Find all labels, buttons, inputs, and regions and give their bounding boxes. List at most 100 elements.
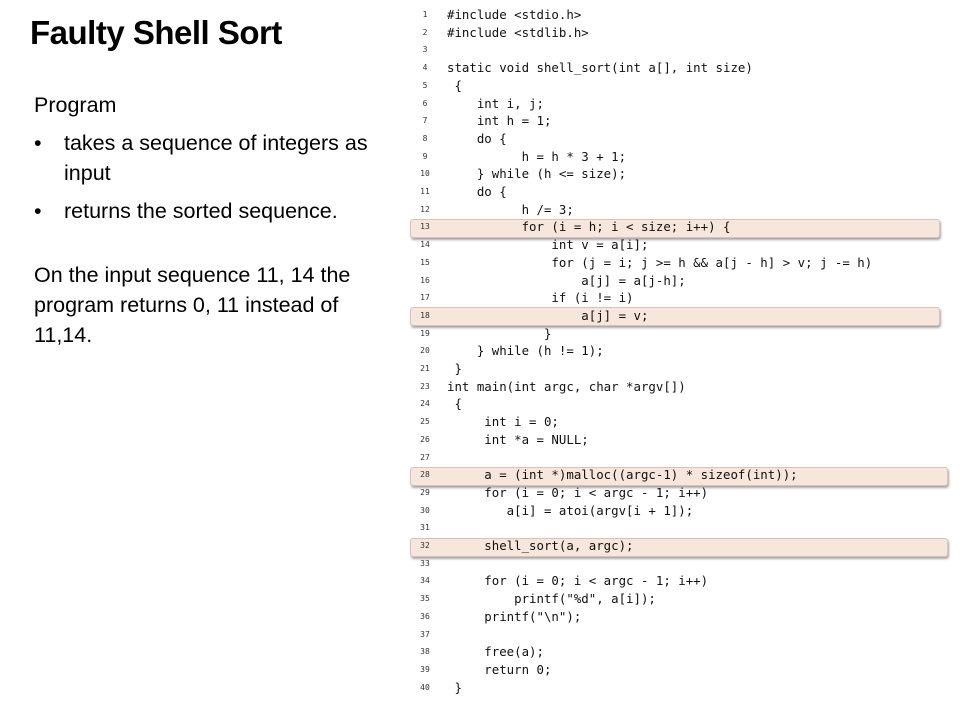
code-text: for (j = i; j >= h && a[j - h] > v; j -=… xyxy=(447,254,873,270)
code-text: a = (int *)malloc((argc-1) * sizeof(int)… xyxy=(447,467,798,483)
code-text: { xyxy=(447,77,462,93)
line-number: 40 xyxy=(420,682,430,692)
line-number: 31 xyxy=(420,523,430,533)
line-number: 30 xyxy=(420,505,430,515)
code-text: int *a = NULL; xyxy=(447,431,589,447)
code-line: 7 int h = 1; xyxy=(410,112,950,130)
code-line: 32 shell_sort(a, argc); xyxy=(410,537,950,555)
code-line: 12 h /= 3; xyxy=(410,201,950,219)
line-number: 29 xyxy=(420,487,430,497)
bullet-glyph: • xyxy=(34,131,42,155)
line-number: 32 xyxy=(420,541,430,550)
code-line: 37 xyxy=(410,626,950,644)
code-text: } while (h <= size); xyxy=(447,166,627,182)
line-number: 34 xyxy=(420,576,430,586)
code-line: 28 a = (int *)malloc((argc-1) * sizeof(i… xyxy=(410,466,950,484)
code-line: 8 do { xyxy=(410,130,950,148)
code-text: return 0; xyxy=(447,661,552,677)
code-line: 25 int i = 0; xyxy=(410,413,950,431)
code-text: h = h * 3 + 1; xyxy=(447,148,627,164)
highlight-box xyxy=(410,307,940,327)
code-line: 16 a[j] = a[j-h]; xyxy=(410,272,950,290)
code-text: for (i = h; i < size; i++) { xyxy=(447,219,731,235)
code-text: } xyxy=(447,361,462,376)
line-number: 4 xyxy=(422,63,428,73)
line-number: 21 xyxy=(420,364,430,373)
line-number: 7 xyxy=(422,116,428,126)
code-listing: 1#include <stdio.h>2#include <stdlib.h>3… xyxy=(410,6,950,716)
code-line: 21 } xyxy=(410,360,950,378)
code-line: 30 a[i] = atoi(argv[i + 1]); xyxy=(410,502,950,520)
code-line: 6 int i, j; xyxy=(410,95,950,113)
code-text: for (i = 0; i < argc - 1; i++) xyxy=(447,484,709,500)
code-line: 17 if (i != i) xyxy=(410,289,950,307)
bullet-glyph: • xyxy=(34,199,42,223)
line-number: 39 xyxy=(420,664,430,674)
code-text: static void shell_sort(int a[], int size… xyxy=(447,60,753,76)
line-number: 8 xyxy=(422,133,428,143)
line-number: 26 xyxy=(420,434,430,444)
line-number: 28 xyxy=(420,470,430,480)
code-text: a[i] = atoi(argv[i + 1]); xyxy=(447,502,694,518)
code-text: for (i = 0; i < argc - 1; i++) xyxy=(447,573,709,589)
line-number: 15 xyxy=(420,257,430,267)
code-line: 14 int v = a[i]; xyxy=(410,236,950,254)
code-text: do { xyxy=(447,130,507,146)
code-line: 34 for (i = 0; i < argc - 1; i++) xyxy=(410,572,950,590)
code-text: free(a); xyxy=(447,644,544,660)
code-line: 13 for (i = h; i < size; i++) { xyxy=(410,218,950,236)
line-number: 1 xyxy=(422,10,428,19)
code-line: 18 a[j] = v; xyxy=(410,307,950,325)
line-number: 18 xyxy=(420,310,430,320)
line-number: 36 xyxy=(420,611,430,621)
code-line: 39 return 0; xyxy=(410,661,950,679)
code-line: 29 for (i = 0; i < argc - 1; i++) xyxy=(410,484,950,502)
description-panel: Program • takes a sequence of integers a… xyxy=(34,90,384,350)
line-number: 33 xyxy=(420,558,430,568)
code-text: if (i != i) xyxy=(447,290,634,306)
line-number: 19 xyxy=(420,328,430,338)
code-line: 10 } while (h <= size); xyxy=(410,165,950,183)
code-line: 31 xyxy=(410,519,950,537)
code-line: 38 free(a); xyxy=(410,643,950,661)
line-number: 13 xyxy=(420,222,430,232)
code-line: 33 xyxy=(410,555,950,573)
line-number: 2 xyxy=(422,27,428,37)
highlight-box xyxy=(410,466,948,486)
line-number: 24 xyxy=(420,399,430,409)
code-line: 26 int *a = NULL; xyxy=(410,431,950,449)
result-paragraph: On the input sequence 11, 14 the program… xyxy=(34,263,351,347)
bullet-item: • takes a sequence of integers as input xyxy=(34,128,384,188)
code-line: 35 printf("%d", a[i]); xyxy=(410,590,950,608)
line-number: 5 xyxy=(422,80,428,90)
code-text: h /= 3; xyxy=(447,201,574,217)
bullet-text: takes a sequence of integers as input xyxy=(64,131,368,185)
bullet-list: • takes a sequence of integers as input … xyxy=(34,128,384,226)
line-number: 25 xyxy=(420,417,430,427)
line-number: 14 xyxy=(420,240,430,250)
code-text: a[j] = v; xyxy=(447,307,649,323)
line-number: 10 xyxy=(420,169,430,179)
line-number: 38 xyxy=(420,647,430,657)
line-number: 35 xyxy=(420,594,430,604)
line-number: 11 xyxy=(420,187,430,196)
code-line: 40 } xyxy=(410,679,950,697)
line-number: 12 xyxy=(420,204,430,214)
code-text: } xyxy=(447,325,552,341)
line-number: 37 xyxy=(420,629,430,639)
highlight-box xyxy=(410,537,948,557)
code-text: #include <stdio.h> xyxy=(447,7,582,22)
code-line: 19 } xyxy=(410,325,950,343)
code-line: 24 { xyxy=(410,395,950,413)
code-line: 1 #include <stdio.h> xyxy=(410,6,950,24)
line-number: 9 xyxy=(422,151,428,161)
line-number: 20 xyxy=(420,346,430,356)
highlight-box xyxy=(410,218,940,238)
intro-text: Program xyxy=(34,93,117,117)
bullet-item: • returns the sorted sequence. xyxy=(34,196,384,226)
code-text: do { xyxy=(447,184,507,199)
code-text: } xyxy=(447,679,462,695)
line-number: 16 xyxy=(420,275,430,285)
code-line: 5 { xyxy=(410,77,950,95)
